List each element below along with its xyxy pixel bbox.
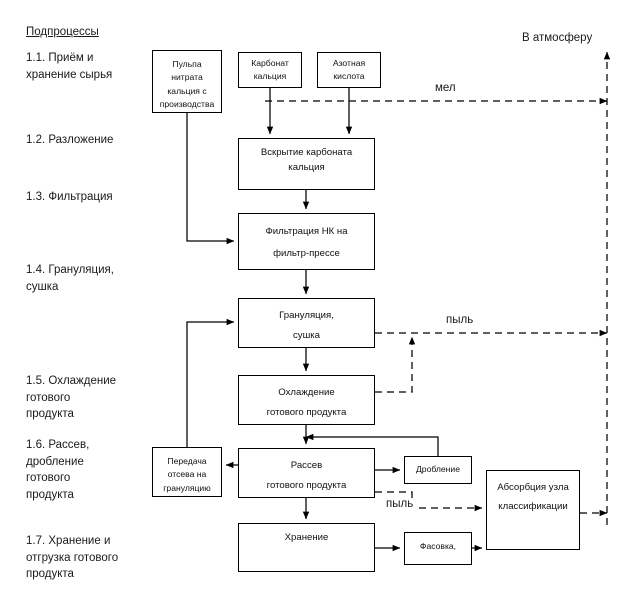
node-carbonate-line-2: кальция [253,71,287,81]
node-recycle[interactable]: Передача отсева на грануляцию [152,447,222,497]
stage-label-1-4: 1.4. Грануляция, сушка [26,264,114,293]
stage-label-1-3: 1.3. Фильтрация [26,191,113,203]
node-cooling-line-2: готового продукта [266,407,347,419]
node-storage-line-1: Хранение [284,532,329,543]
node-nitric-acid[interactable]: Азотная кислота [317,52,381,88]
atmosphere-label: В атмосферу [519,32,596,44]
node-screening[interactable]: Рассев готового продукта [238,448,375,498]
node-recycle-line-1: Передача [167,456,207,466]
page-title: Подпроцессы [26,26,99,38]
node-absorption-line-2: классификации [498,501,568,513]
node-filtration[interactable]: Фильтрация НК на фильтр-прессе [238,213,375,270]
node-absorption-line-1: Абсорбция узла [497,482,569,493]
node-decomposition-line-1: Вскрытие карбоната [260,147,353,158]
node-pulp[interactable]: Пульпа нитрата кальция с производства [152,50,222,113]
node-cooling[interactable]: Охлаждение готового продукта [238,375,375,425]
node-absorption[interactable]: Абсорбция узла классификации [486,470,580,550]
node-pulp-line-4: производства [159,98,215,109]
flow-label-dust-1: пыль [443,314,477,326]
node-filtration-line-2: фильтр-прессе [273,248,340,260]
node-packing-line-1: Фасовка, [419,541,457,551]
node-granulation-line-1: Грануляция, [279,310,334,321]
node-recycle-line-2: отсева на [167,469,207,480]
node-cooling-line-1: Охлаждение [278,387,335,398]
node-screening-line-2: готового продукта [266,480,347,492]
node-recycle-line-3: грануляцию [163,482,211,493]
node-nitric-acid-line-1: Азотная [332,57,366,68]
flow-label-dust-2: пыль [383,498,417,510]
node-decomposition-line-2: кальция [288,161,325,173]
flow-label-chalk: мел [432,82,459,94]
node-pulp-line-1: Пульпа [172,59,202,69]
stage-label-1-1: 1.1. Приём и хранение сырья [26,52,113,81]
node-screening-line-1: Рассев [290,460,323,471]
stage-label-1-6: 1.6. Рассев, дробление готового продукта [26,439,90,502]
node-pulp-line-3: кальция с [167,85,207,96]
node-filtration-line-1: Фильтрация НК на [265,226,348,237]
node-carbonate[interactable]: Карбонат кальция [238,52,302,88]
node-nitric-acid-line-2: кислота [333,71,365,81]
stage-label-1-7: 1.7. Хранение и отгрузка готового продук… [26,535,119,581]
node-decomposition[interactable]: Вскрытие карбоната кальция [238,138,375,190]
stage-label-1-2: 1.2. Разложение [26,134,114,146]
node-pulp-line-2: нитрата [171,72,203,83]
node-crushing-line-1: Дробление [415,464,461,475]
node-storage[interactable]: Хранение [238,523,375,572]
node-granulation-line-2: сушка [292,330,321,342]
node-granulation[interactable]: Грануляция, сушка [238,298,375,348]
node-crushing[interactable]: Дробление [404,456,472,484]
node-carbonate-line-1: Карбонат [251,57,289,68]
node-packing[interactable]: Фасовка, [404,532,472,565]
stage-label-1-5: 1.5. Охлаждение готового продукта [26,375,117,421]
